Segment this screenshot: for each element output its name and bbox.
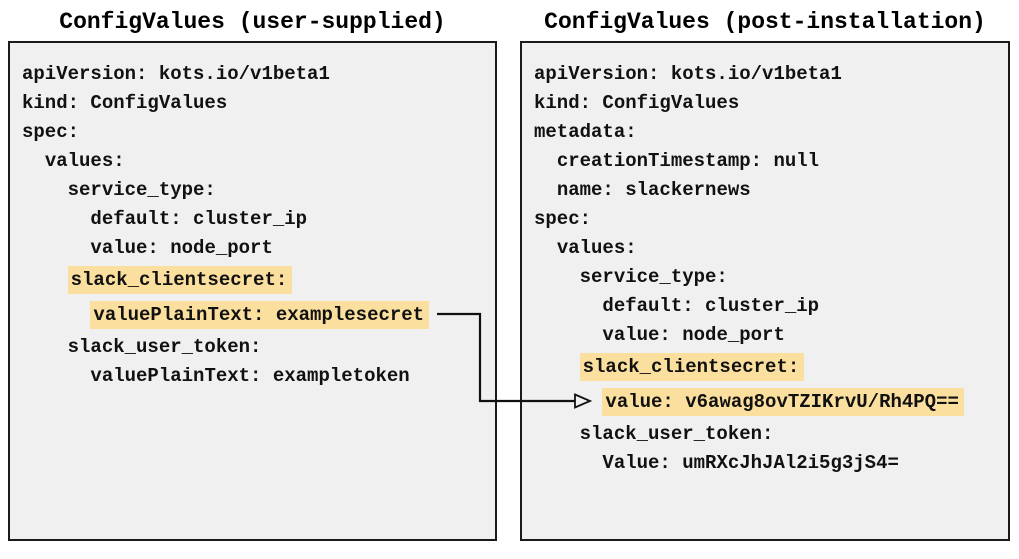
- code-indent: [534, 295, 602, 317]
- code-line: service_type:: [534, 262, 1002, 291]
- code-indent: [22, 179, 68, 201]
- right-panel-title: ConfigValues (post-installation): [544, 9, 986, 35]
- code-line: kind: ConfigValues: [22, 88, 489, 117]
- left-panel-title: ConfigValues (user-supplied): [59, 9, 446, 35]
- code-line: values:: [22, 146, 489, 175]
- code-text: apiVersion: kots.io/v1beta1: [22, 62, 330, 85]
- code-indent: [534, 150, 557, 172]
- code-indent: [534, 324, 602, 346]
- code-text: Value: umRXcJhJAl2i5g3jS4=: [602, 451, 899, 474]
- code-line: default: cluster_ip: [22, 204, 489, 233]
- code-text: kind: ConfigValues: [22, 91, 228, 114]
- code-text: service_type:: [67, 178, 216, 201]
- code-indent: [22, 336, 68, 358]
- code-indent: [22, 237, 90, 259]
- code-line: service_type:: [22, 175, 489, 204]
- code-line: spec:: [22, 117, 489, 146]
- code-line: metadata:: [534, 117, 1002, 146]
- code-line: apiVersion: kots.io/v1beta1: [534, 59, 1002, 88]
- code-line: values:: [534, 233, 1002, 262]
- code-text: default: cluster_ip: [602, 294, 820, 317]
- code-line: valuePlainText: examplesecret: [22, 297, 489, 332]
- code-indent: [534, 356, 580, 378]
- code-line: Value: umRXcJhJAl2i5g3jS4=: [534, 448, 1002, 477]
- code-line: default: cluster_ip: [534, 291, 1002, 320]
- code-indent: [534, 179, 557, 201]
- code-line: apiVersion: kots.io/v1beta1: [22, 59, 489, 88]
- highlighted-code-text: value: v6awag8ovTZIKrvU/Rh4PQ==: [602, 387, 964, 416]
- code-text: value: node_port: [90, 236, 273, 259]
- code-indent: [534, 423, 580, 445]
- code-text: name: slackernews: [556, 178, 751, 201]
- code-text: kind: ConfigValues: [534, 91, 740, 114]
- highlighted-code-text: slack_clientsecret:: [67, 265, 293, 294]
- code-text: values:: [556, 236, 637, 259]
- config-box-post-installation: apiVersion: kots.io/v1beta1 kind: ConfigV…: [520, 41, 1010, 541]
- code-text: slack_user_token:: [67, 335, 262, 358]
- code-line: kind: ConfigValues: [534, 88, 1002, 117]
- code-text: metadata:: [534, 120, 637, 143]
- code-indent: [22, 150, 45, 172]
- highlighted-code-text: valuePlainText: examplesecret: [90, 300, 430, 329]
- code-indent: [534, 237, 557, 259]
- code-text: service_type:: [579, 265, 728, 288]
- code-text: spec:: [22, 120, 80, 143]
- code-indent: [22, 269, 68, 291]
- code-line: value: node_port: [534, 320, 1002, 349]
- code-line: slack_user_token:: [534, 419, 1002, 448]
- code-line: slack_clientsecret:: [534, 349, 1002, 384]
- code-line: value: v6awag8ovTZIKrvU/Rh4PQ==: [534, 384, 1002, 419]
- code-indent: [22, 304, 90, 326]
- code-indent: [534, 391, 602, 413]
- code-line: spec:: [534, 204, 1002, 233]
- code-text: apiVersion: kots.io/v1beta1: [534, 62, 842, 85]
- highlighted-code-text: slack_clientsecret:: [579, 352, 805, 381]
- code-line: slack_clientsecret:: [22, 262, 489, 297]
- code-indent: [22, 365, 90, 387]
- code-indent: [534, 266, 580, 288]
- code-line: slack_user_token:: [22, 332, 489, 361]
- code-text: valuePlainText: exampletoken: [90, 364, 410, 387]
- code-line: name: slackernews: [534, 175, 1002, 204]
- code-indent: [534, 452, 602, 474]
- code-line: value: node_port: [22, 233, 489, 262]
- code-line: creationTimestamp: null: [534, 146, 1002, 175]
- code-text: value: node_port: [602, 323, 785, 346]
- code-text: slack_user_token:: [579, 422, 774, 445]
- code-text: values:: [44, 149, 125, 172]
- config-box-user-supplied: apiVersion: kots.io/v1beta1 kind: ConfigV…: [8, 41, 497, 541]
- code-line: valuePlainText: exampletoken: [22, 361, 489, 390]
- code-text: default: cluster_ip: [90, 207, 308, 230]
- code-text: spec:: [534, 207, 592, 230]
- code-indent: [22, 208, 90, 230]
- code-text: creationTimestamp: null: [556, 149, 820, 172]
